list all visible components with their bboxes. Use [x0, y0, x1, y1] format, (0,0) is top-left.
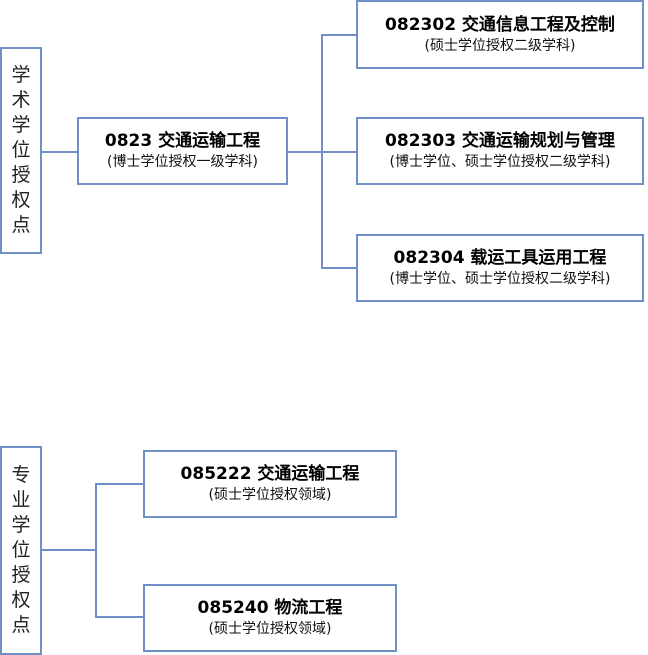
label-char: 业	[11, 489, 31, 511]
label-char: 位	[11, 139, 31, 161]
node-subtitle: (硕士学位授权二级学科)	[424, 37, 576, 54]
label-char: 位	[11, 539, 31, 561]
child-node-085240: 085240 物流工程 (硕士学位授权领域)	[143, 584, 397, 652]
connector-line	[321, 267, 356, 269]
node-title: 085240 物流工程	[197, 598, 343, 618]
connector-line	[42, 151, 77, 153]
node-subtitle: (博士学位、硕士学位授权二级学科)	[389, 154, 611, 170]
node-title: 085222 交通运输工程	[180, 464, 360, 484]
connector-line	[42, 549, 96, 551]
node-subtitle: (硕士学位授权领域)	[208, 621, 332, 637]
connector-trunk	[95, 483, 97, 618]
node-title: 082304 载运工具运用工程	[393, 248, 607, 268]
academic-degree-label-box: 学 术 学 位 授 权 点	[0, 47, 42, 254]
connector-line	[321, 34, 356, 36]
label-char: 授	[11, 564, 31, 586]
professional-degree-label-box: 专 业 学 位 授 权 点	[0, 446, 42, 655]
label-char: 权	[11, 589, 31, 611]
label-char: 专	[11, 464, 31, 486]
child-node-082303: 082303 交通运输规划与管理 (博士学位、硕士学位授权二级学科)	[356, 117, 644, 185]
node-subtitle: (博士学位授权一级学科)	[107, 154, 258, 170]
child-node-082304: 082304 载运工具运用工程 (博士学位、硕士学位授权二级学科)	[356, 234, 644, 302]
root-node-0823: 0823 交通运输工程 (博士学位授权一级学科)	[77, 117, 288, 185]
connector-line	[288, 151, 322, 153]
node-subtitle: (博士学位、硕士学位授权二级学科)	[389, 271, 611, 287]
child-node-082302: 082302 交通信息工程及控制 (硕士学位授权二级学科)	[356, 0, 644, 69]
node-subtitle: (硕士学位授权领域)	[208, 487, 332, 503]
label-char: 学	[11, 114, 31, 136]
label-char: 术	[11, 89, 31, 111]
label-char: 学	[11, 64, 31, 86]
connector-line	[95, 483, 143, 485]
label-char: 点	[11, 614, 31, 636]
connector-line	[321, 151, 356, 153]
label-char: 点	[11, 214, 31, 236]
node-title: 082303 交通运输规划与管理	[385, 131, 615, 151]
label-char: 权	[11, 189, 31, 211]
label-char: 授	[11, 164, 31, 186]
node-title: 082302 交通信息工程及控制	[385, 14, 615, 35]
connector-line	[95, 616, 143, 618]
label-char: 学	[11, 514, 31, 536]
node-title: 0823 交通运输工程	[104, 131, 261, 151]
child-node-085222: 085222 交通运输工程 (硕士学位授权领域)	[143, 450, 397, 518]
